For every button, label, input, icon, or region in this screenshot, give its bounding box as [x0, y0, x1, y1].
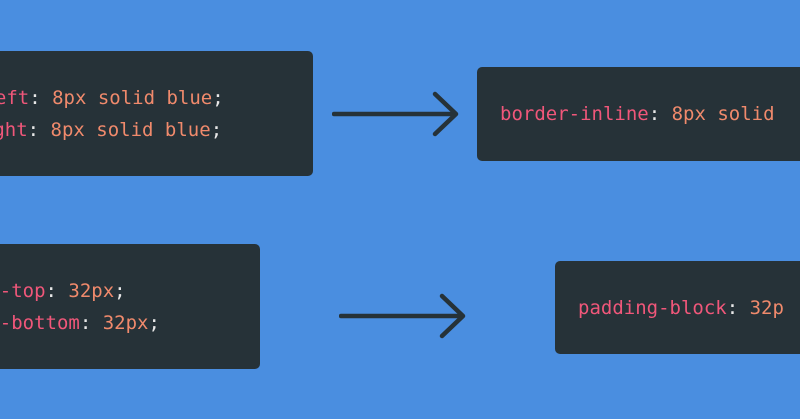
right-arrow-icon — [332, 91, 459, 137]
right-arrow-icon — [339, 293, 466, 339]
css-property: border-inline — [500, 103, 649, 125]
css-value: 8px solid blue — [52, 86, 213, 109]
css-property: -right — [0, 118, 28, 141]
css-terminator: ; — [210, 118, 223, 141]
css-terminator: ; — [114, 279, 126, 302]
code-line: padding-block: 32p — [578, 292, 800, 324]
code-box-border-longhand: -left: 8px solid blue; -right: 8px solid… — [0, 51, 313, 176]
css-separator: : — [79, 311, 103, 334]
css-value: 8px solid — [671, 103, 775, 125]
code-line: ding-bottom: 32px; — [0, 307, 260, 339]
code-line: ding-top: 32px; — [0, 275, 260, 307]
css-property: ding-top — [0, 279, 46, 302]
code-box-padding-longhand: ding-top: 32px; ding-bottom: 32px; — [0, 244, 260, 369]
css-separator: : — [29, 86, 53, 109]
code-box-padding-block: padding-block: 32p — [555, 261, 800, 354]
css-separator: : — [726, 296, 750, 319]
css-value: 32p — [749, 296, 784, 319]
css-value: 32px — [102, 311, 149, 334]
css-property: padding-block — [578, 296, 727, 319]
css-separator: : — [648, 103, 672, 125]
css-terminator: ; — [148, 311, 160, 334]
css-separator: : — [27, 118, 51, 141]
css-value: 8px solid blue — [50, 118, 211, 141]
css-value: 32px — [68, 279, 115, 302]
code-line: -left: 8px solid blue; — [0, 82, 313, 114]
css-property: ding-bottom — [0, 311, 80, 334]
code-line: border-inline: 8px solid — [500, 98, 800, 130]
code-box-border-inline: border-inline: 8px solid — [477, 67, 800, 161]
code-line: -right: 8px solid blue; — [0, 114, 313, 146]
css-separator: : — [45, 279, 69, 302]
css-terminator: ; — [212, 86, 224, 109]
css-property: -left — [0, 86, 30, 109]
